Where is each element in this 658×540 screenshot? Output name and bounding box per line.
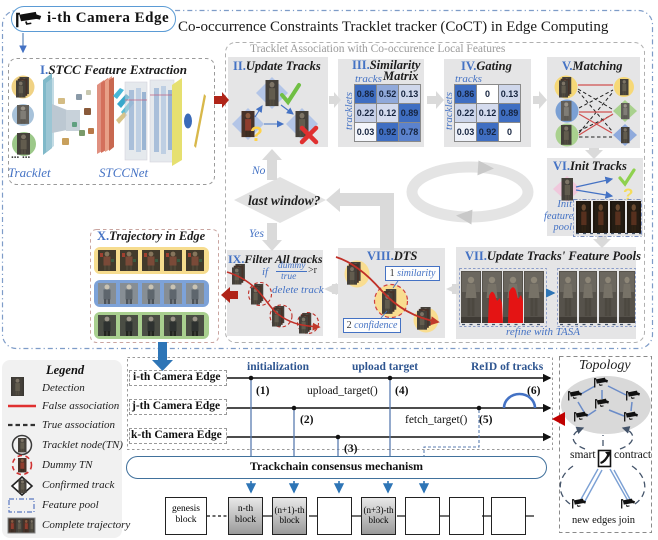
svg-text:?: ? <box>250 123 263 146</box>
svg-text:Yes: Yes <box>249 228 264 240</box>
svg-text:... ...: ... ... <box>11 149 31 161</box>
svg-text:STCCNet: STCCNet <box>99 165 149 180</box>
svg-text:last window?: last window? <box>248 193 321 208</box>
svg-text:No: No <box>251 165 266 177</box>
svg-text:Tracklet: Tracklet <box>8 165 51 180</box>
svg-text:?: ? <box>623 185 633 204</box>
